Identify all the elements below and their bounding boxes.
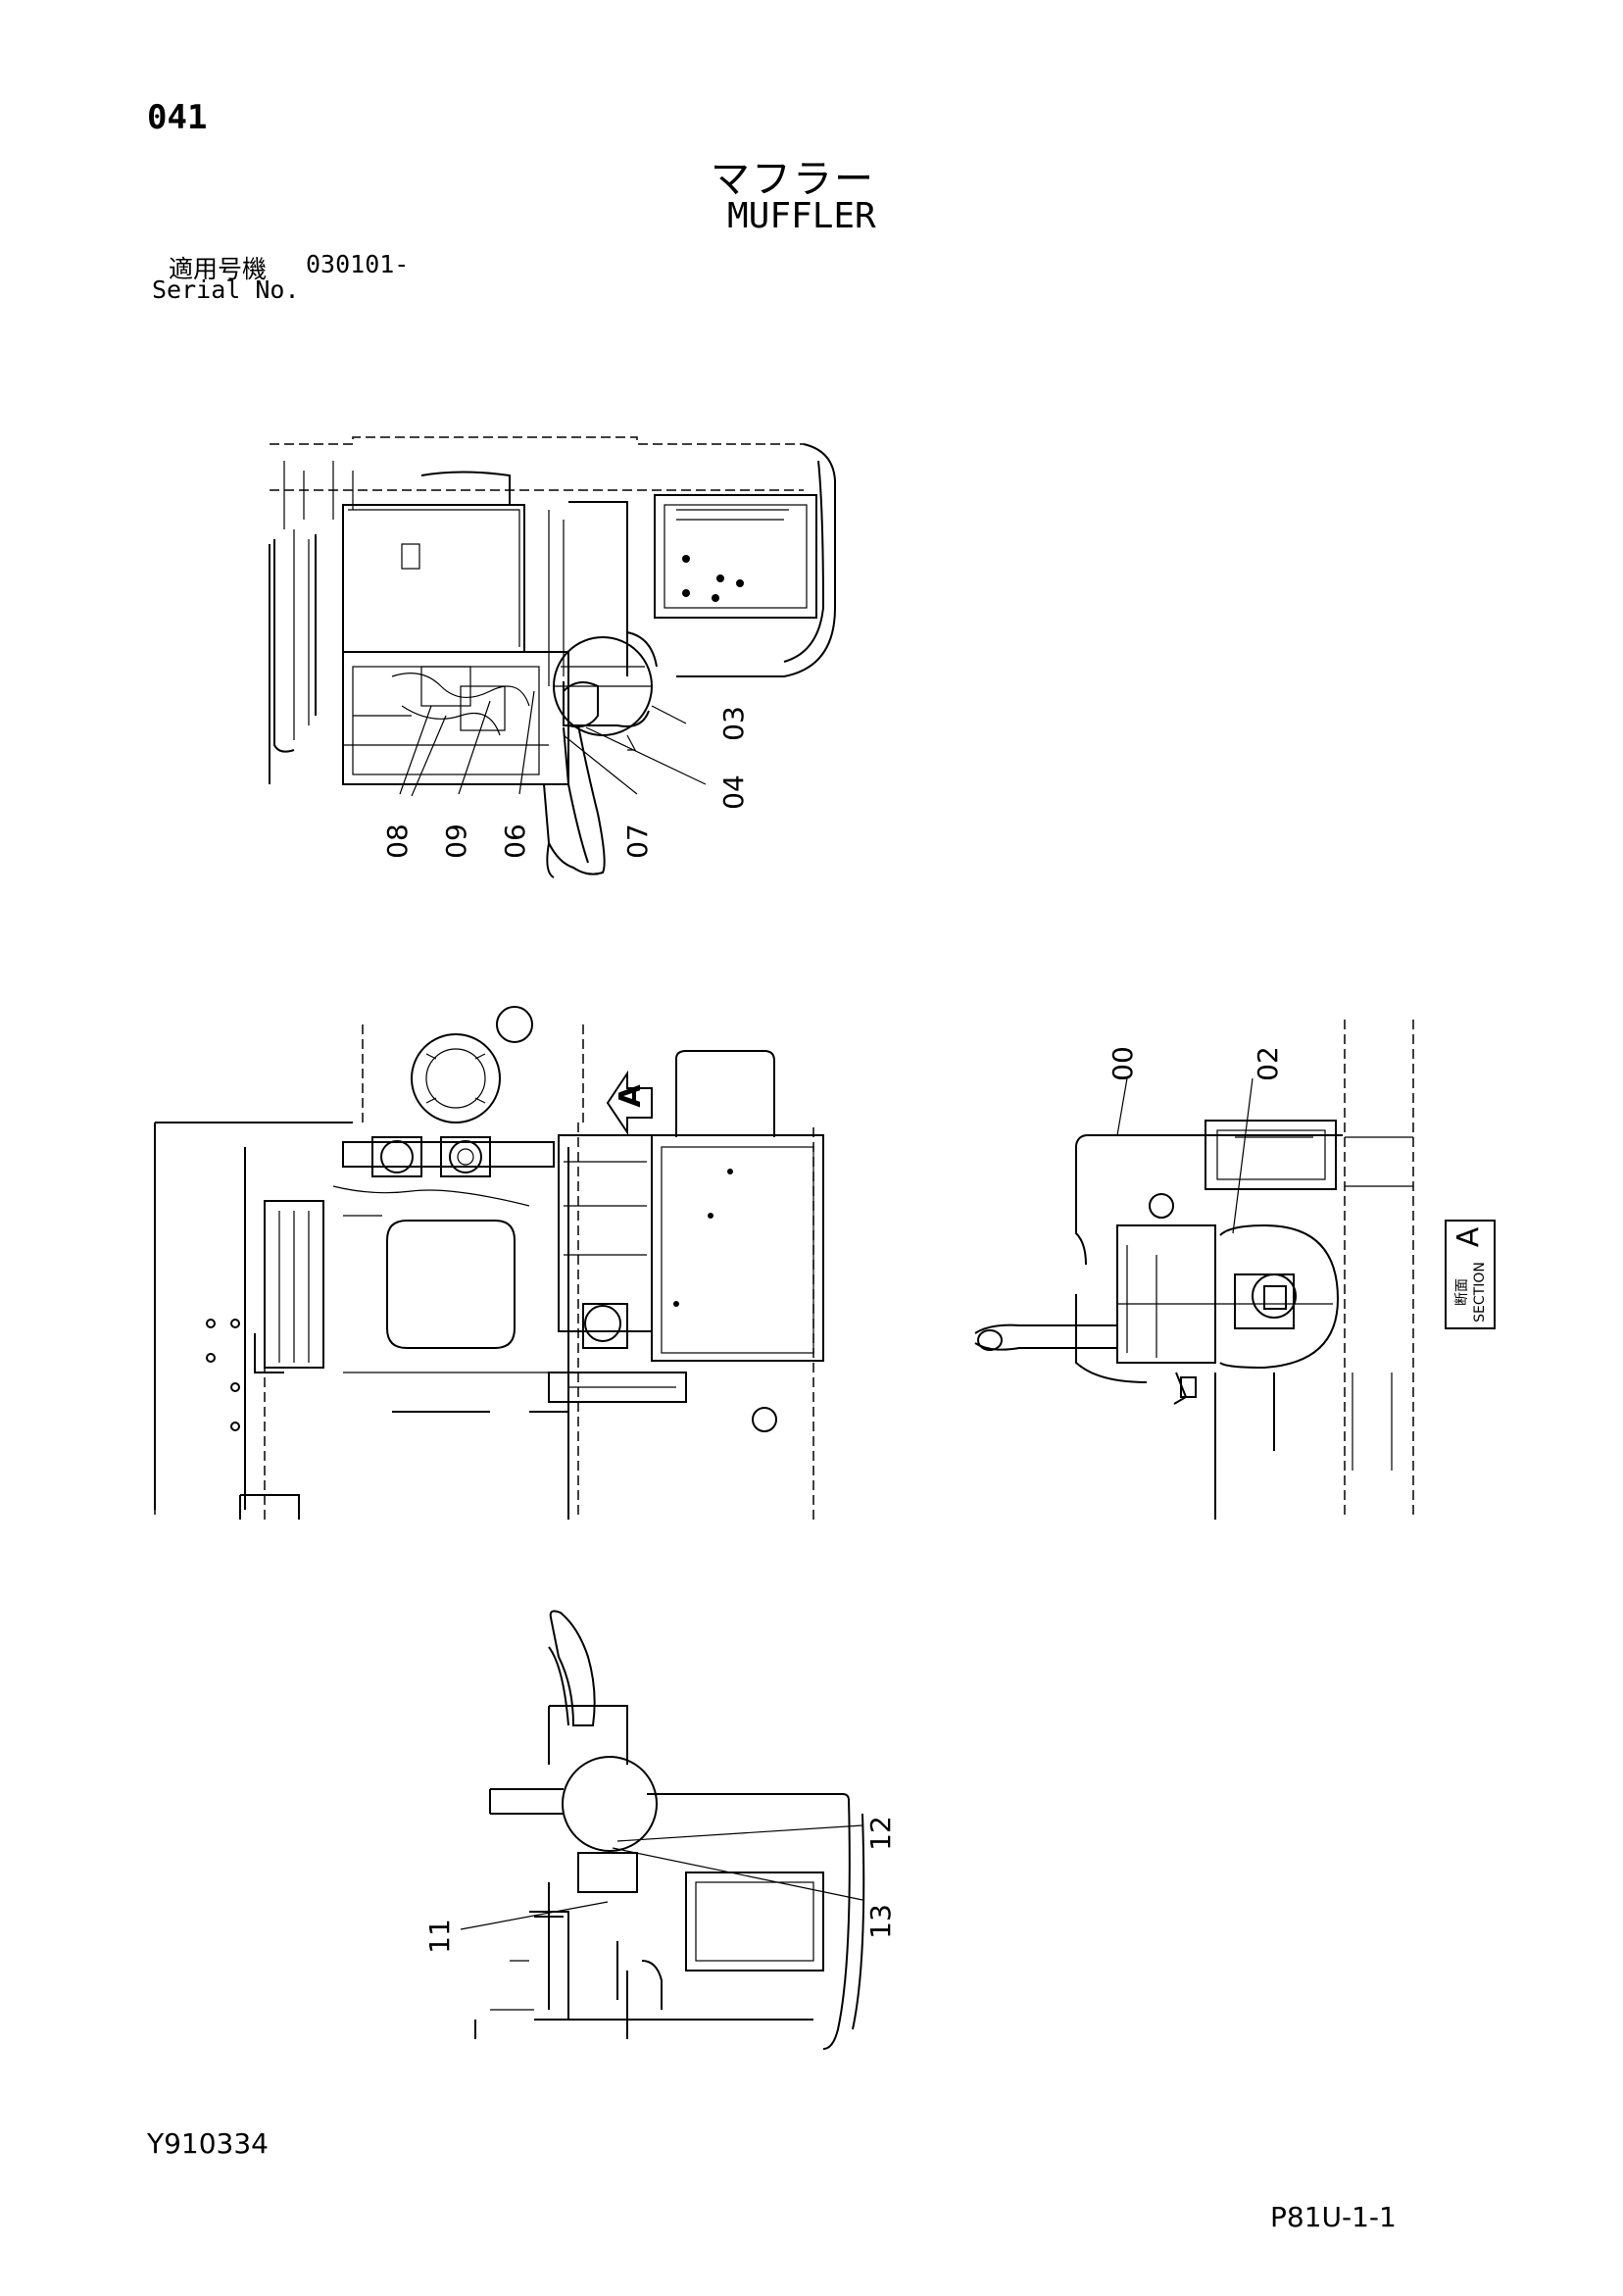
plan-view xyxy=(154,1006,824,1520)
callout-leaders xyxy=(399,690,1254,1930)
callout-09: 09 xyxy=(440,824,472,859)
page-number: 041 xyxy=(147,98,208,137)
title-japanese: マフラー xyxy=(711,157,875,202)
section-label-japanese: 断面 xyxy=(1454,1278,1470,1306)
callout-00: 00 xyxy=(1107,1046,1139,1081)
drawing-number: Y910334 xyxy=(147,2127,269,2160)
sheet-code: P81U-1-1 xyxy=(1270,2201,1397,2233)
top-view xyxy=(269,436,836,878)
callout-03: 03 xyxy=(717,706,750,741)
section-label-english: SECTION xyxy=(1472,1262,1488,1323)
callout-06: 06 xyxy=(499,824,531,859)
view-arrow-label: A xyxy=(614,1084,648,1108)
serial-label-english: Serial No. xyxy=(152,275,300,304)
callout-08: 08 xyxy=(381,824,414,859)
callout-07: 07 xyxy=(621,824,654,859)
bottom-view xyxy=(474,1610,865,2050)
section-label-box: 断面 SECTION A xyxy=(1445,1220,1496,1329)
title-english: MUFFLER xyxy=(727,196,876,236)
section-letter: A xyxy=(1451,1226,1486,1247)
callout-02: 02 xyxy=(1252,1046,1284,1081)
serial-label-japanese: 適用号機 xyxy=(169,255,268,283)
callout-11: 11 xyxy=(423,1919,456,1954)
serial-value: 030101- xyxy=(306,250,410,278)
callout-13: 13 xyxy=(864,1904,897,1939)
callout-12: 12 xyxy=(864,1816,897,1851)
callout-04: 04 xyxy=(717,774,750,810)
section-view xyxy=(974,1020,1414,1520)
